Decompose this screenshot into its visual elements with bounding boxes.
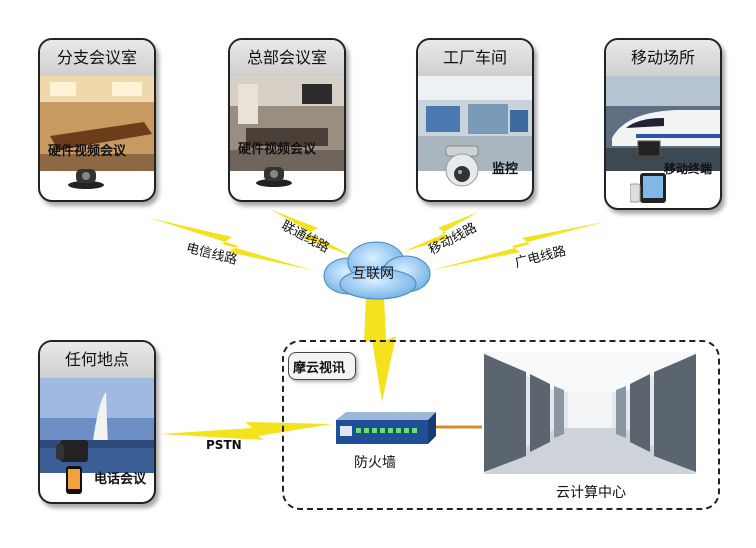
anywhere-site-card: 任何地点 电话会议 (38, 340, 156, 504)
branch-device-label: 硬件视频会议 (48, 144, 127, 159)
factory-site-title: 工厂车间 (418, 40, 532, 77)
mobile-site-card: 移动场所 移动终端 (604, 38, 722, 210)
firewall-device-icon (336, 412, 436, 444)
pstn-line-label: PSTN (206, 438, 242, 452)
datacenter-label: 云计算中心 (556, 485, 626, 501)
internet-cloud-icon (323, 241, 431, 300)
cloud-service-zone (282, 340, 720, 510)
mobile-link (402, 212, 478, 252)
pstn-link (160, 422, 332, 440)
mobile-device-label: 移动终端 (664, 162, 713, 176)
hq-site-title: 总部会议室 (230, 40, 344, 77)
laptop-icon (634, 140, 664, 160)
meeting-room-photo (40, 76, 154, 171)
zone-label: 摩云视讯 (293, 361, 346, 376)
anywhere-site-title: 任何地点 (40, 342, 154, 379)
train-photo (606, 76, 720, 171)
hq-device-label: 硬件视频会议 (238, 142, 317, 157)
video-camera-icon (68, 169, 104, 189)
firewall-label: 防火墙 (354, 455, 396, 471)
hq-video-camera-icon (256, 167, 292, 187)
hq-meeting-room-photo (230, 76, 344, 171)
branch-site-card: 分支会议室 硬件视频会议 (38, 38, 156, 202)
internet-cloud-label: 互联网 (352, 266, 394, 282)
telecom-link (150, 218, 312, 270)
tablet-icon (630, 173, 666, 203)
anywhere-device-label: 电话会议 (94, 472, 147, 487)
cloud-zone-link (364, 296, 396, 402)
factory-device-label: 监控 (492, 162, 519, 177)
zone-label-box: 摩云视讯 (288, 352, 356, 380)
unicom-link (272, 210, 352, 256)
broadcast-link (432, 222, 604, 270)
datacenter-photo (484, 352, 696, 474)
surveillance-camera-icon (445, 145, 479, 187)
factory-site-card: 工厂车间 监控 (416, 38, 534, 202)
phone-icon (56, 440, 88, 494)
mobile-site-title: 移动场所 (606, 40, 720, 77)
hq-site-card: 总部会议室 硬件视频会议 (228, 38, 346, 202)
branch-site-title: 分支会议室 (40, 40, 154, 77)
